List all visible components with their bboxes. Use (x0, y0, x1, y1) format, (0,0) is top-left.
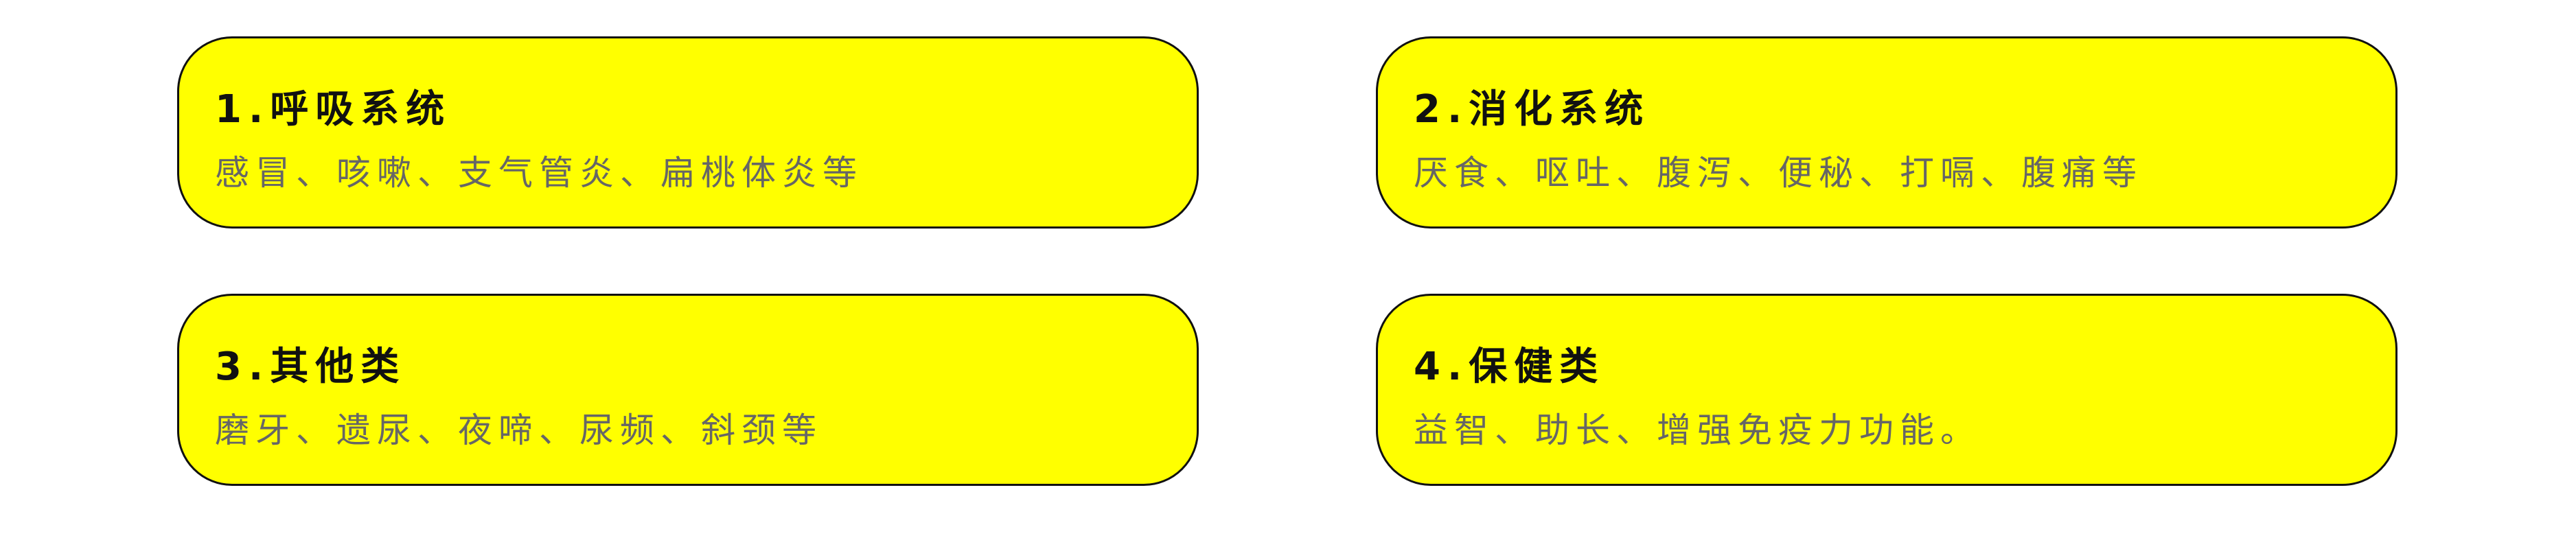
category-card-health: 4.保健类 益智、助长、增强免疫力功能。 (1376, 294, 2397, 486)
card-title: 3.其他类 (215, 344, 406, 389)
card-title: 4.保健类 (1414, 344, 1605, 389)
card-title: 1.呼吸系统 (215, 87, 452, 132)
category-card-digestive: 2.消化系统 厌食、呕吐、腹泻、便秘、打嗝、腹痛等 (1376, 36, 2397, 229)
card-description: 厌食、呕吐、腹泻、便秘、打嗝、腹痛等 (1414, 153, 2143, 193)
category-card-respiratory: 1.呼吸系统 感冒、咳嗽、支气管炎、扁桃体炎等 (177, 36, 1199, 229)
card-title: 2.消化系统 (1414, 87, 1651, 132)
card-description: 磨牙、遗尿、夜啼、尿频、斜颈等 (215, 410, 823, 450)
card-description: 益智、助长、增强免疫力功能。 (1414, 410, 1981, 450)
category-card-other: 3.其他类 磨牙、遗尿、夜啼、尿频、斜颈等 (177, 294, 1199, 486)
card-description: 感冒、咳嗽、支气管炎、扁桃体炎等 (215, 153, 863, 193)
